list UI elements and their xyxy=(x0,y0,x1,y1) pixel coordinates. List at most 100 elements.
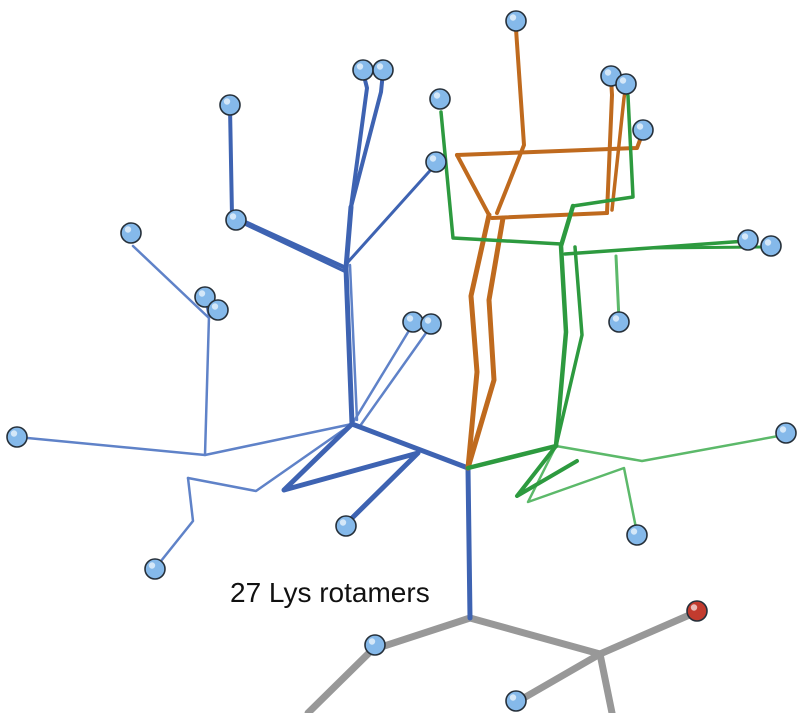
atom-body[interactable] xyxy=(144,558,166,580)
bond-blue xyxy=(281,421,421,527)
bond-blue xyxy=(346,162,438,264)
atom-body[interactable] xyxy=(219,94,241,116)
atom-body[interactable] xyxy=(364,634,386,656)
atom-specular-highlight xyxy=(509,694,517,701)
atom-nitrogen-sphere[interactable] xyxy=(6,426,28,448)
bond-green xyxy=(554,245,584,448)
bond-blue_light xyxy=(186,422,354,493)
bond-gray xyxy=(518,650,604,703)
bond-orange xyxy=(465,212,492,471)
atom-oxygen-sphere[interactable] xyxy=(686,600,708,622)
bond-orange xyxy=(455,153,491,217)
atom-body[interactable] xyxy=(225,209,247,231)
bond-green xyxy=(553,203,576,449)
atom-body[interactable] xyxy=(207,299,229,321)
atom-nitrogen-sphere[interactable] xyxy=(505,10,527,32)
atom-nitrogen-sphere[interactable] xyxy=(402,311,424,333)
atom-nitrogen-sphere[interactable] xyxy=(615,73,637,95)
atom-specular-highlight xyxy=(406,315,414,322)
bond-orange xyxy=(605,76,614,215)
bond-orange xyxy=(465,215,506,471)
atom-body[interactable] xyxy=(402,311,424,333)
rotamer-count-label: 27 Lys rotamers xyxy=(230,577,430,608)
bond-green_light xyxy=(554,433,786,463)
atom-specular-highlight xyxy=(630,528,638,535)
bond-green_light xyxy=(526,444,639,535)
atom-specular-highlight xyxy=(433,92,441,99)
atom-body[interactable] xyxy=(626,524,648,546)
bond-gray xyxy=(596,609,698,658)
bond-orange xyxy=(495,27,526,215)
atom-nitrogen-sphere[interactable] xyxy=(372,59,394,81)
atom-nitrogen-sphere[interactable] xyxy=(632,119,654,141)
atom-body[interactable] xyxy=(686,600,708,622)
atom-nitrogen-sphere[interactable] xyxy=(626,524,648,546)
bond-blue_light xyxy=(358,324,433,428)
atom-body[interactable] xyxy=(608,311,630,333)
atom-specular-highlight xyxy=(619,77,627,84)
atom-nitrogen-sphere[interactable] xyxy=(225,209,247,231)
atom-specular-highlight xyxy=(509,14,517,21)
atom-nitrogen-sphere[interactable] xyxy=(737,229,759,251)
bond-green_light xyxy=(614,254,621,322)
atom-body[interactable] xyxy=(420,313,442,335)
atom-nitrogen-sphere[interactable] xyxy=(219,94,241,116)
atom-specular-highlight xyxy=(779,426,787,433)
bond-blue_light xyxy=(348,263,359,422)
atom-nitrogen-sphere[interactable] xyxy=(194,286,216,308)
atom-nitrogen-sphere[interactable] xyxy=(425,151,447,173)
atom-body[interactable] xyxy=(505,10,527,32)
atom-nitrogen-sphere[interactable] xyxy=(429,88,451,110)
bond-blue_light xyxy=(15,422,354,457)
atom-body[interactable] xyxy=(760,235,782,257)
atom-body[interactable] xyxy=(335,515,357,537)
atom-specular-highlight xyxy=(356,63,364,70)
atom-specular-highlight xyxy=(636,123,644,130)
atom-specular-highlight xyxy=(612,315,620,322)
atom-body[interactable] xyxy=(6,426,28,448)
bond-green xyxy=(515,444,579,498)
bond-gray xyxy=(596,650,616,713)
atom-body[interactable] xyxy=(429,88,451,110)
atom-specular-highlight xyxy=(424,317,432,324)
atom-body[interactable] xyxy=(615,73,637,95)
atom-nitrogen-sphere[interactable] xyxy=(505,690,527,712)
atom-body[interactable] xyxy=(775,422,797,444)
bond-blue xyxy=(349,70,369,209)
atom-specular-highlight xyxy=(429,155,437,162)
atom-specular-highlight xyxy=(368,638,376,645)
atom-specular-highlight xyxy=(10,430,18,437)
atom-body[interactable] xyxy=(505,690,527,712)
atom-specular-highlight xyxy=(124,226,132,233)
atom-nitrogen-sphere[interactable] xyxy=(420,313,442,335)
bond-green xyxy=(465,443,559,471)
bond-blue_light xyxy=(352,322,415,423)
atom-nitrogen-sphere[interactable] xyxy=(364,634,386,656)
atom-nitrogen-sphere[interactable] xyxy=(352,59,374,81)
atom-nitrogen-sphere[interactable] xyxy=(775,422,797,444)
atom-nitrogen-sphere[interactable] xyxy=(608,311,630,333)
atom-body[interactable] xyxy=(737,229,759,251)
atom-specular-highlight xyxy=(604,69,612,76)
atom-specular-highlight xyxy=(198,290,206,297)
bond-blue xyxy=(465,465,473,621)
atom-body[interactable] xyxy=(372,59,394,81)
atom-nitrogen-sphere[interactable] xyxy=(760,235,782,257)
atom-specular-highlight xyxy=(339,519,347,526)
bond-gray xyxy=(304,614,474,713)
atom-nitrogen-sphere[interactable] xyxy=(207,299,229,321)
atom-specular-highlight xyxy=(229,213,237,220)
atom-nitrogen-sphere[interactable] xyxy=(120,222,142,244)
atom-body[interactable] xyxy=(632,119,654,141)
atom-specular-highlight xyxy=(211,303,219,310)
bond-blue_light xyxy=(155,476,195,568)
atom-body[interactable] xyxy=(425,151,447,173)
atom-body[interactable] xyxy=(120,222,142,244)
atom-nitrogen-sphere[interactable] xyxy=(144,558,166,580)
atom-nitrogen-sphere[interactable] xyxy=(335,515,357,537)
atom-body[interactable] xyxy=(352,59,374,81)
atom-specular-highlight xyxy=(764,239,772,246)
atom-specular-highlight xyxy=(223,98,231,105)
